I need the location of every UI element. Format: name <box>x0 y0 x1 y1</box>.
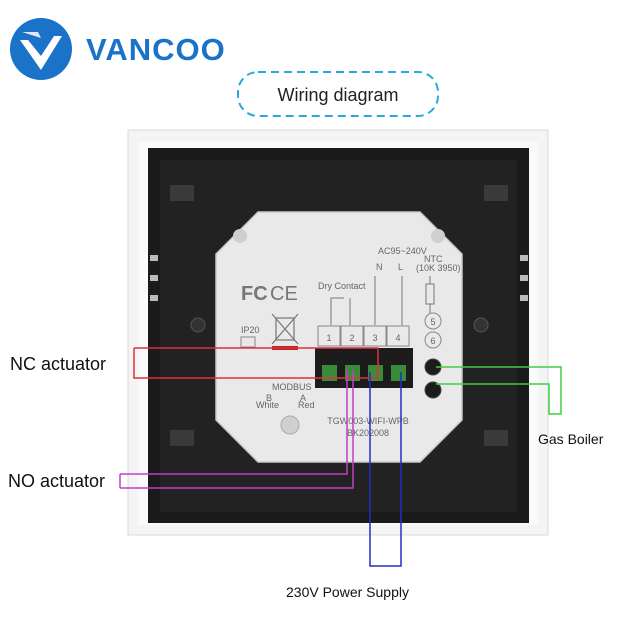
title-box: Wiring diagram <box>237 71 439 117</box>
ac-label: AC95~240V <box>378 246 427 256</box>
power-supply-label: 230V Power Supply <box>286 584 409 600</box>
terminal-box-2 <box>340 325 364 347</box>
power-supply-wire <box>369 372 402 567</box>
model-number: TGW003-WIFI-WPB <box>327 416 409 426</box>
title-border <box>237 71 439 117</box>
terminal-box-1 <box>317 325 341 347</box>
terminal-slot-4 <box>391 365 406 381</box>
terminal-box-4 <box>386 325 410 347</box>
terminal-num-5: 5 <box>430 317 435 327</box>
modbus-port <box>280 415 300 435</box>
page-title: Wiring diagram <box>277 85 398 105</box>
n-label: N <box>376 262 383 272</box>
fc-mark: FC <box>241 283 268 305</box>
slot-l3 <box>150 295 158 301</box>
ce-mark: CE <box>270 283 298 305</box>
clip-tr <box>484 185 508 201</box>
terminal-num-6: 6 <box>430 336 435 346</box>
modbus-red: Red <box>298 400 315 410</box>
modbus-a: A <box>300 393 306 403</box>
no-actuator-wire-a <box>120 370 348 475</box>
terminal-screw-6 <box>424 381 442 399</box>
terminal-slot-3 <box>368 365 383 381</box>
batch-number: BK202008 <box>347 428 389 438</box>
clip-bl <box>170 430 194 446</box>
modbus-white: White <box>256 400 279 410</box>
brand-logo: VANCOO <box>10 18 226 80</box>
terminal-num-2: 2 <box>349 333 354 343</box>
slot-r3 <box>520 295 528 301</box>
slot-l1 <box>150 255 158 261</box>
clip-br <box>484 430 508 446</box>
terminal-circle-6 <box>424 331 442 349</box>
slot-l2 <box>150 275 158 281</box>
gas-boiler-wire <box>436 366 562 415</box>
wires <box>119 347 562 567</box>
ip-box <box>240 336 256 348</box>
terminal-circle-5 <box>424 312 442 330</box>
terminal-numbers: 1 2 3 4 <box>317 325 410 347</box>
clip-tl <box>170 185 194 201</box>
module-notch-tl <box>233 229 247 243</box>
slot-r1 <box>520 255 528 261</box>
logo-circle <box>10 18 72 80</box>
contact-line-1 <box>330 297 344 325</box>
thermostat-back: FC CE Dry Contact AC95~240V N L NTC (10K… <box>127 129 549 536</box>
logo-v-icon <box>20 36 62 70</box>
ip-rating: IP20 <box>241 325 260 335</box>
dry-contact-label: Dry Contact <box>318 281 366 291</box>
ntc-spec: (10K 3950) <box>416 263 461 273</box>
brand-name: VANCOO <box>86 32 226 67</box>
l-label: L <box>398 262 403 272</box>
screw-left <box>190 317 206 333</box>
logo-accent <box>22 32 41 38</box>
gas-boiler-label: Gas Boiler <box>538 431 604 447</box>
terminal-slot-1 <box>322 365 337 381</box>
no-actuator-label: NO actuator <box>8 471 105 491</box>
modbus-label: MODBUS <box>272 382 312 392</box>
screw-right <box>473 317 489 333</box>
ntc-label: NTC <box>424 254 443 264</box>
terminal-num-3: 3 <box>372 333 377 343</box>
modbus-b: B <box>266 393 272 403</box>
terminal-num-4: 4 <box>395 333 400 343</box>
slot-r2 <box>520 275 528 281</box>
terminal-num-1: 1 <box>326 333 331 343</box>
terminal-box-3 <box>363 325 387 347</box>
module-notch-tr <box>431 229 445 243</box>
nc-actuator-wire <box>133 347 379 379</box>
nc-actuator-label: NC actuator <box>10 354 106 374</box>
no-actuator-wire-b <box>120 370 354 489</box>
